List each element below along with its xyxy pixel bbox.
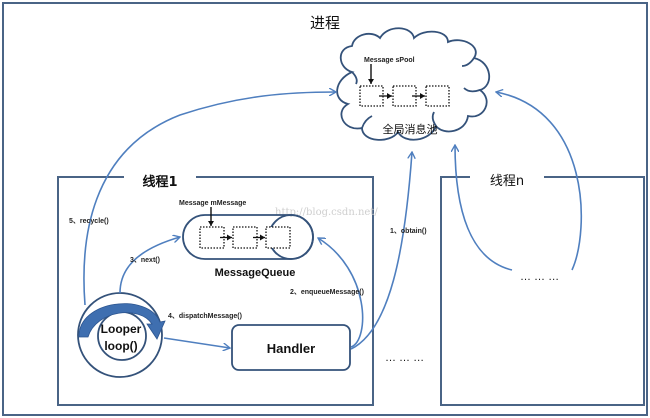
between-threads-ellipsis: … … …: [385, 352, 424, 364]
pool-pointer-label: Message sPool: [364, 57, 415, 64]
queue-label: MessageQueue: [215, 267, 296, 279]
loop-arrow-icon: [78, 303, 166, 340]
obtain-arrow: [350, 152, 412, 350]
pool-label: 全局消息池: [383, 122, 438, 136]
threadN-frame: [440, 176, 645, 406]
queue-node-list: [199, 226, 291, 249]
looper: Looper loop(): [77, 292, 166, 378]
queue-pointer-label: Message mMessage: [179, 200, 246, 207]
recycle-arrow: [83, 92, 336, 306]
handler-box: [231, 324, 351, 371]
thread1-frame: [57, 176, 374, 406]
threadN-arrow-right: [496, 92, 583, 271]
looper-line2: loop(): [104, 339, 137, 353]
watermark: http://blog.csdn.net/: [275, 207, 378, 218]
step-label-recycle: 5、recycle(): [69, 218, 109, 225]
step-label-enqueue: 2、enqueueMessage(): [290, 289, 364, 296]
pool-node-list: [359, 85, 450, 107]
pool-message-node: [425, 85, 450, 107]
global-message-pool-cloud: [336, 27, 490, 141]
thread1-title: 线程1: [142, 174, 177, 190]
dispatch-arrow: [163, 337, 230, 348]
threadN-title: 线程n: [490, 174, 524, 189]
step-label-dispatch: 4、dispatchMessage(): [168, 313, 242, 320]
threadN-ellipsis: … … …: [520, 271, 559, 283]
process-title: 进程: [310, 14, 340, 32]
next-arrow: [119, 237, 180, 294]
step-label-next: 3、next(): [130, 257, 160, 264]
looper-line1: Looper: [101, 322, 142, 336]
step-label-obtain: 1、obtain(): [390, 228, 427, 235]
queue-message-node: [265, 226, 291, 249]
threadN-arrow-left: [455, 145, 513, 271]
handler-label: Handler: [267, 341, 315, 356]
enqueue-arrow: [318, 238, 364, 348]
